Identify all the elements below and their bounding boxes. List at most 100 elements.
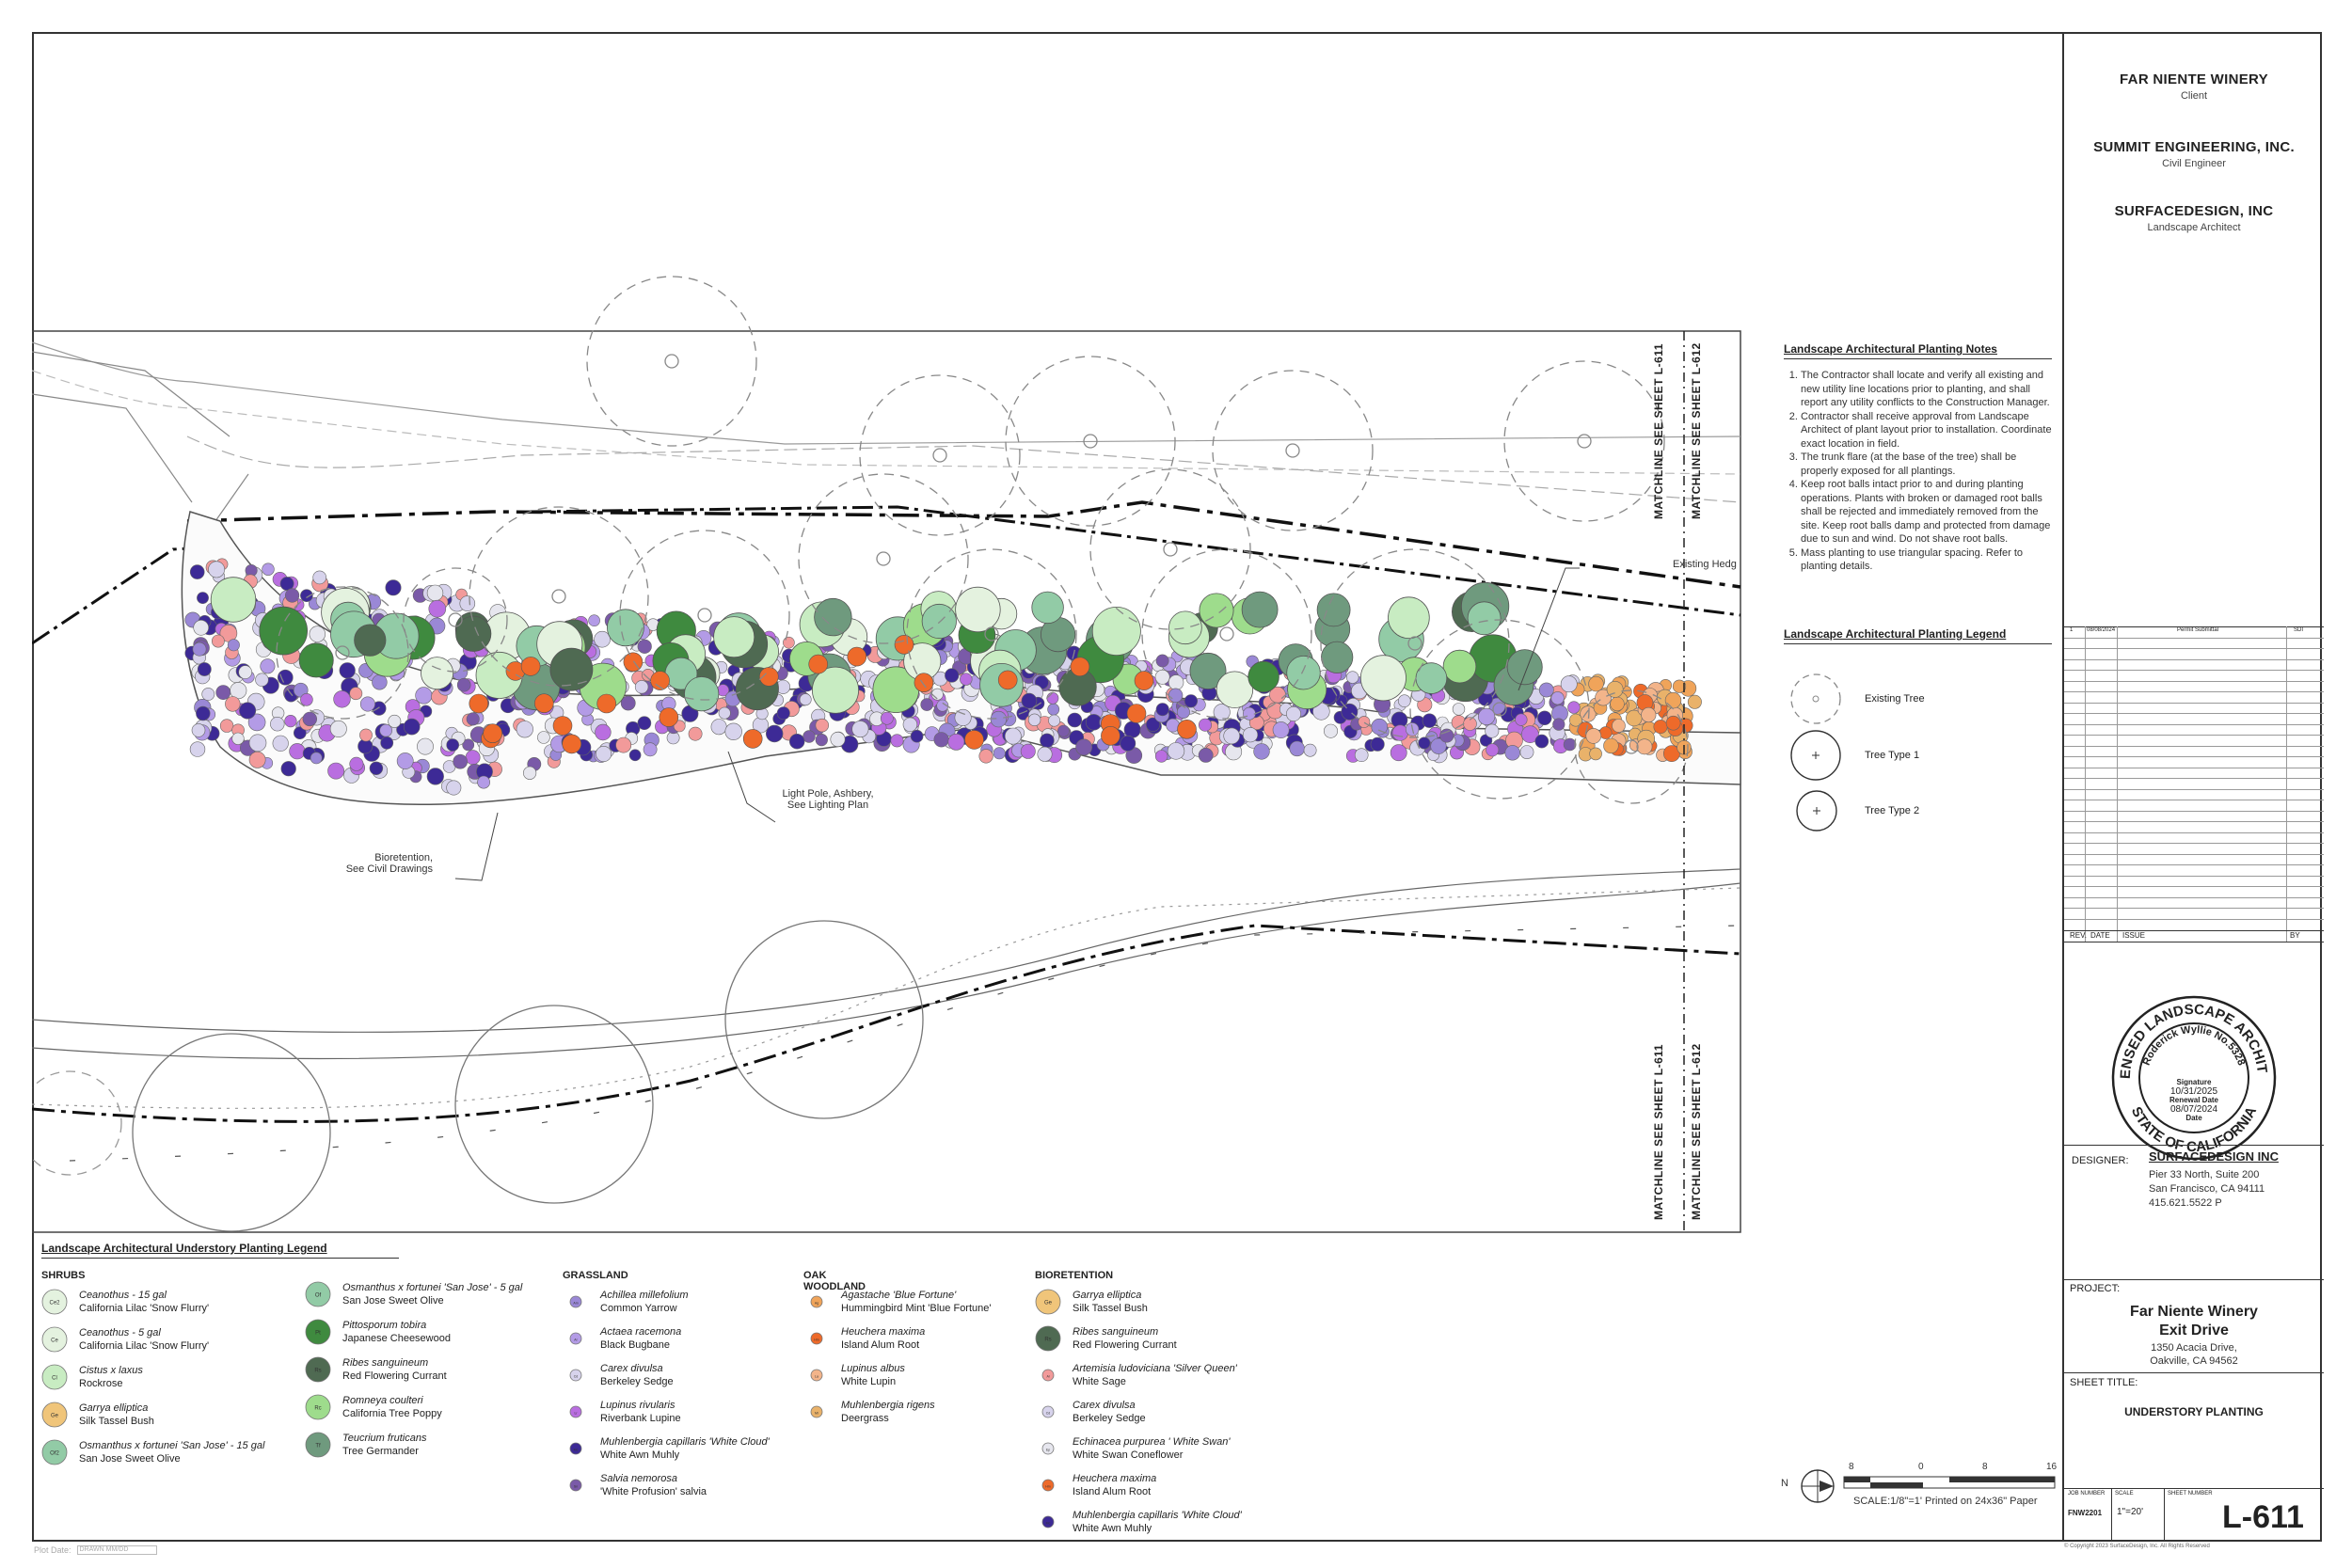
understory-plant bbox=[293, 726, 307, 740]
heuchera-plant bbox=[562, 734, 582, 754]
understory-plant bbox=[1020, 743, 1036, 759]
heuchera-plant bbox=[1177, 719, 1197, 739]
understory-plant bbox=[1272, 721, 1290, 738]
stamp-name: Roderick Wyllie No.5328 bbox=[2141, 1024, 2248, 1068]
existing-tree-canopy bbox=[276, 586, 409, 720]
understory-plant bbox=[415, 687, 433, 705]
understory-plant bbox=[372, 674, 388, 690]
understory-plant bbox=[1430, 737, 1447, 754]
understory-plant bbox=[465, 750, 481, 766]
revision-issue: Permit Submittal bbox=[2177, 627, 2219, 633]
heuchera-plant bbox=[808, 654, 829, 674]
existing-tree-trunk bbox=[1407, 636, 1422, 651]
graphic-scale bbox=[1801, 1469, 2056, 1503]
understory-plant bbox=[718, 706, 731, 720]
shrub-plant bbox=[1189, 652, 1227, 689]
understory-plant bbox=[310, 752, 323, 765]
easement-line-top bbox=[186, 500, 1741, 589]
existing-trees bbox=[276, 276, 1689, 804]
heuchera-plant bbox=[520, 657, 541, 676]
understory-plant bbox=[1358, 716, 1371, 728]
legend-botanical-name: Ribes sanguineum bbox=[342, 1357, 429, 1369]
understory-plant bbox=[380, 736, 394, 750]
understory-plant bbox=[1145, 717, 1161, 732]
legend-common-name: San Jose Sweet Olive bbox=[342, 1295, 444, 1307]
existing-tree-canopy bbox=[469, 506, 649, 687]
plant-symbol-code: Pt bbox=[315, 1331, 321, 1337]
matchline-label-top-left: MATCHLINE SEE SHEET L-611 bbox=[1652, 343, 1665, 519]
heuchera-plant bbox=[894, 634, 914, 655]
existing-tree-trunk bbox=[1219, 626, 1234, 641]
callout-leaders bbox=[454, 567, 1580, 881]
legend-item-text: Muhlenbergia capillaris 'White Cloud'Whi… bbox=[600, 1435, 770, 1462]
shrub-plant bbox=[684, 676, 720, 712]
stamp-date-label: Date bbox=[2185, 1114, 2202, 1122]
legend-common-name: Island Alum Root bbox=[1073, 1486, 1152, 1497]
understory-plant bbox=[260, 658, 276, 674]
understory-plant bbox=[239, 702, 257, 720]
revision-row-line bbox=[2064, 810, 2324, 812]
understory-plant bbox=[219, 719, 234, 733]
understory-plant bbox=[369, 761, 384, 775]
understory-plant bbox=[403, 718, 421, 736]
understory-plant bbox=[799, 693, 812, 706]
heuchera-plant bbox=[533, 693, 554, 714]
understory-plant bbox=[359, 728, 373, 742]
understory-plant bbox=[329, 720, 347, 737]
plant-symbol-icon: La bbox=[810, 1369, 823, 1382]
understory-plant bbox=[830, 731, 846, 747]
understory-plant bbox=[396, 752, 414, 769]
shrub-plant bbox=[713, 616, 755, 658]
legend-common-name: Silk Tassel Bush bbox=[1073, 1303, 1148, 1314]
understory-plant bbox=[920, 698, 934, 711]
understory-plant bbox=[247, 713, 266, 732]
planting-notes-list: The Contractor shall locate and verify a… bbox=[1784, 369, 2052, 574]
job-number: FNW2201 bbox=[2068, 1509, 2103, 1517]
understory-plant bbox=[197, 592, 209, 604]
project-name-1: Far Niente Winery bbox=[2130, 1304, 2258, 1320]
plant-symbol-code: Hm bbox=[814, 1338, 819, 1342]
plant-symbol-code: Of bbox=[315, 1293, 322, 1299]
understory-plant bbox=[1665, 715, 1681, 731]
revision-row-line bbox=[2064, 648, 2324, 649]
legend-common-name: Hummingbird Mint 'Blue Fortune' bbox=[841, 1303, 992, 1314]
understory-plant bbox=[248, 751, 266, 768]
understory-plant bbox=[1452, 703, 1466, 716]
revision-row-line bbox=[2064, 658, 2324, 660]
legend-common-name: Common Yarrow bbox=[600, 1303, 677, 1314]
plant-symbol-code: Of2 bbox=[50, 1451, 59, 1457]
plant-symbol-icon: Lr bbox=[569, 1405, 582, 1418]
understory-plant bbox=[1585, 728, 1602, 744]
shrub-plant bbox=[259, 606, 309, 656]
understory-plant bbox=[936, 699, 949, 712]
understory-plant bbox=[208, 561, 226, 578]
heuchera-plant bbox=[469, 693, 489, 714]
understory-plant bbox=[359, 696, 375, 712]
understory-plant bbox=[1037, 746, 1053, 762]
heuchera-plant bbox=[659, 707, 679, 727]
understory-plant bbox=[783, 636, 795, 649]
legend-common-name: Island Alum Root bbox=[841, 1339, 920, 1351]
understory-plant bbox=[595, 723, 612, 741]
project-address-1: 1350 Acacia Drive, bbox=[2151, 1342, 2237, 1354]
lower-road-edges bbox=[32, 868, 1741, 1109]
legend-heading: GRASSLAND bbox=[563, 1270, 628, 1281]
planting-note-4: Keep root balls intact prior to and duri… bbox=[1801, 478, 2052, 546]
understory-plant bbox=[1213, 704, 1231, 721]
plant-symbol-code: Rs bbox=[1044, 1338, 1051, 1343]
shrub-plant bbox=[607, 609, 644, 647]
plant-symbol-icon: Pt bbox=[305, 1319, 331, 1345]
legend-common-name: Red Flowering Currant bbox=[342, 1370, 447, 1382]
copyright: © Copyright 2023 SurfaceDesign, Inc. All… bbox=[2064, 1544, 2210, 1549]
understory-plant bbox=[349, 687, 363, 701]
stamp-renewal-label: Renewal Date bbox=[2169, 1096, 2219, 1104]
architect-name: SURFACEDESIGN, INC bbox=[2114, 203, 2274, 219]
shrub-plant bbox=[455, 615, 492, 652]
